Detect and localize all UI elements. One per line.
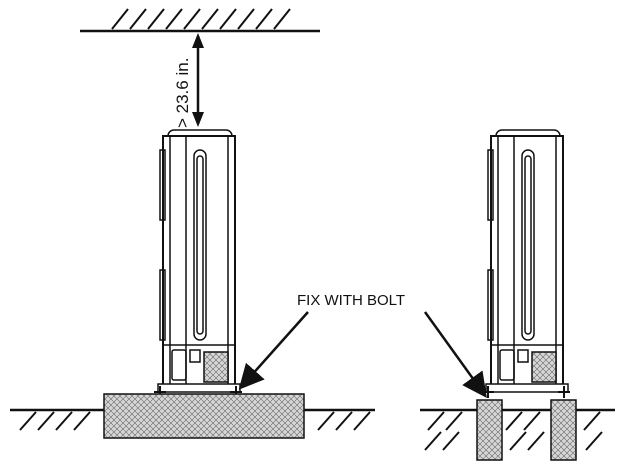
fix-with-bolt-label: FIX WITH BOLT	[297, 292, 405, 309]
bolt-right-1	[482, 386, 494, 398]
outdoor-unit-right	[485, 129, 569, 393]
bolt-right-2	[558, 386, 570, 398]
ground-left	[10, 408, 375, 431]
fix-arrow-right	[423, 311, 487, 399]
ceiling	[80, 8, 320, 33]
concrete-pier-right-1	[476, 399, 503, 461]
clearance-arrow	[192, 33, 204, 127]
fix-arrow-left	[238, 311, 309, 390]
concrete-base-left	[103, 393, 305, 439]
ground-right	[420, 408, 615, 451]
concrete-pier-right-2	[550, 399, 577, 461]
clearance-label: > 23.6 in.	[173, 58, 192, 128]
outdoor-unit-left	[157, 129, 241, 393]
